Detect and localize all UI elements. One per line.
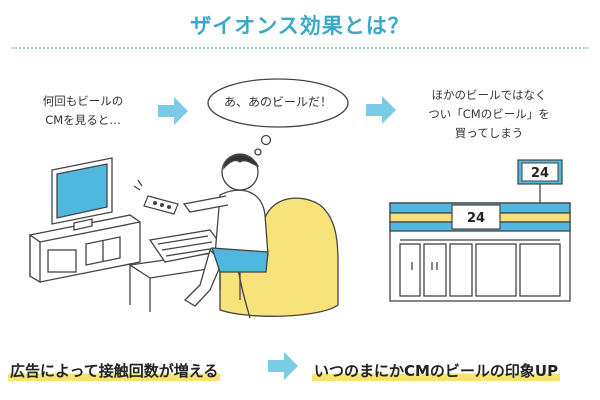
caption-line: つい「CMのビール」を [428, 107, 550, 121]
summary-right-label: いつのまにかCMのビールの印象UP [312, 360, 561, 383]
caption-line: ほかのビールではなく [431, 88, 547, 102]
caption-line: 何回もビールの [42, 94, 124, 108]
store-sign: 24 [517, 159, 563, 203]
summary-left-label: 広告によって接触回数が増える [8, 360, 221, 383]
person-figure [182, 153, 269, 307]
store-banner: 24 [451, 204, 501, 230]
thought-bubble [207, 78, 349, 156]
arrow-right-icon [158, 97, 188, 125]
thought-bubble-text: あ、あのビールだ！ [223, 95, 332, 109]
tv-stand [29, 214, 141, 284]
arrow-right-icon [268, 352, 298, 380]
step-caption-watch-cm: 何回もビールの CMを見ると… [28, 92, 138, 130]
diagram-title: ザイオンス効果とは？ [190, 14, 410, 38]
banner-number: 24 [467, 211, 485, 226]
arrow-right-icon [366, 96, 396, 124]
caption-line: 買ってしまう [454, 126, 524, 140]
remote-control-icon [133, 179, 179, 215]
tv-icon [51, 157, 113, 231]
caption-line: CMを見ると… [45, 113, 121, 127]
title-divider [12, 47, 588, 49]
step-caption-buy-beer: ほかのビールではなく つい「CMのビール」を 買ってしまう [404, 86, 574, 143]
sign-number: 24 [531, 166, 549, 181]
